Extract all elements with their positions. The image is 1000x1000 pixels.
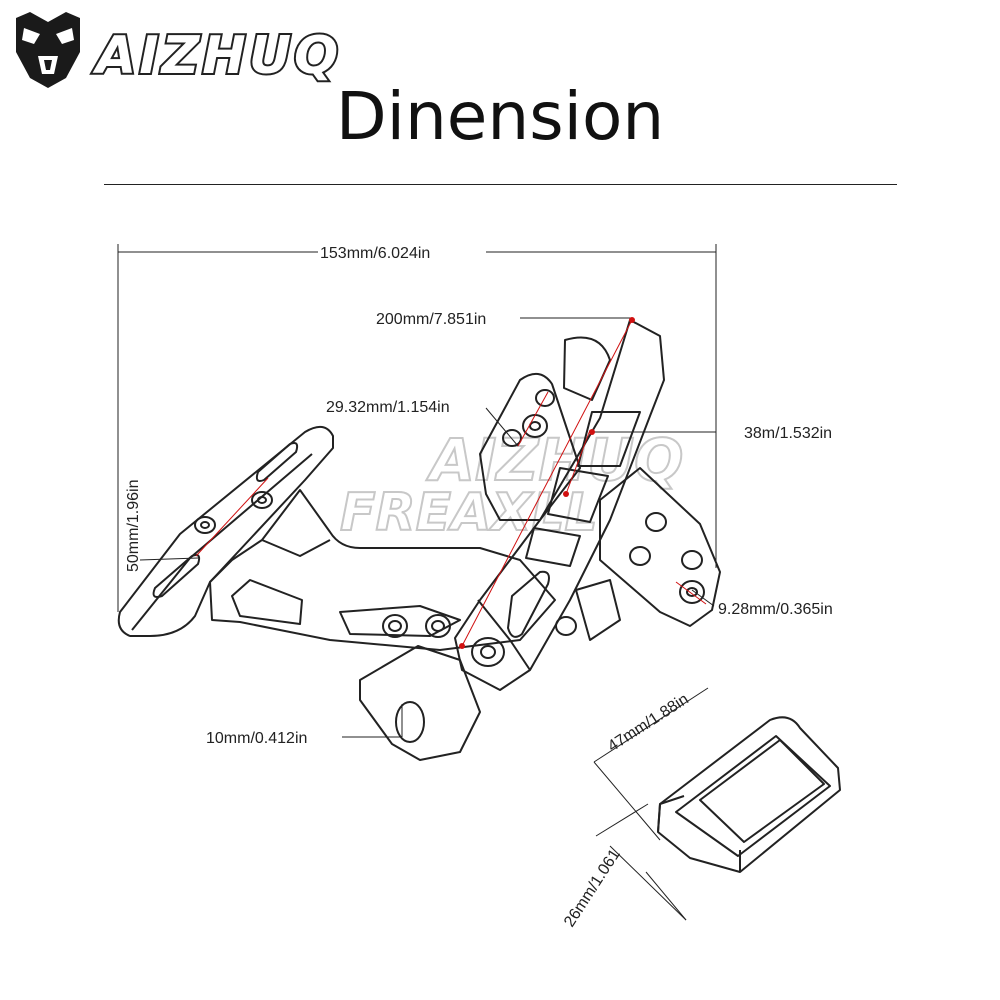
label-slot-width: 38m/1.532in xyxy=(744,425,832,442)
watermark-sub: FREAXLL xyxy=(340,483,598,543)
label-clip-length: 47mm/1.88in xyxy=(605,691,692,756)
marker-dot xyxy=(589,429,595,435)
label-mount-hole: 10mm/0.412in xyxy=(206,730,307,747)
label-overall-width: 153mm/6.024in xyxy=(320,245,430,262)
label-arm-length: 200mm/7.851in xyxy=(376,311,486,328)
measure-points xyxy=(459,317,635,649)
marker-dot xyxy=(629,317,635,323)
page-title: Dinension xyxy=(335,78,665,155)
clip-drawing xyxy=(657,716,841,873)
label-clip-height: 26mm/1.061 xyxy=(561,846,624,930)
dimension-lines xyxy=(117,244,717,921)
label-small-hole: 9.28mm/0.365in xyxy=(718,601,833,618)
brand-logo: AIZHUQ xyxy=(8,8,388,90)
helmet-mask-icon xyxy=(16,12,80,88)
measure-lines-red xyxy=(195,319,707,647)
label-hole-spacing: 29.32mm/1.154in xyxy=(326,399,450,416)
title-divider xyxy=(104,184,897,185)
brand-name: AIZHUQ xyxy=(94,24,342,88)
marker-dot xyxy=(459,643,465,649)
marker-dot xyxy=(563,491,569,497)
bracket-drawing xyxy=(117,319,721,761)
label-plate-height: 50mm/1.96in xyxy=(125,480,142,573)
